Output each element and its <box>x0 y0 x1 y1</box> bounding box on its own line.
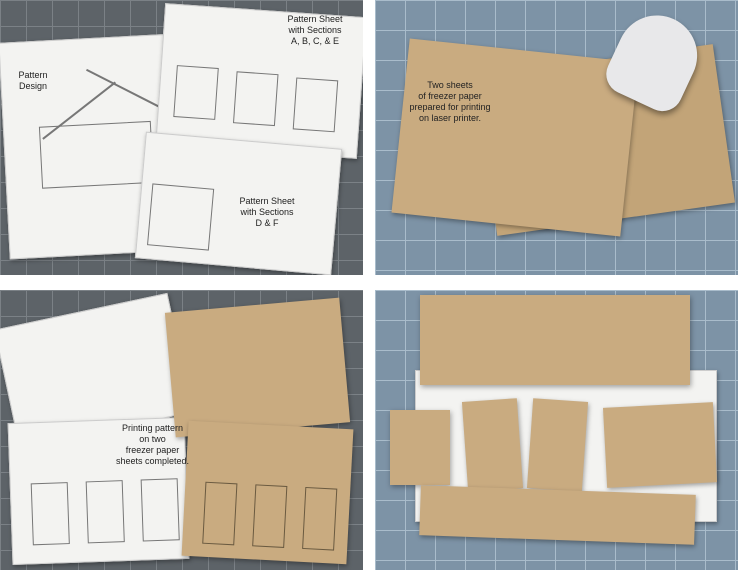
label-line: Design <box>18 81 47 91</box>
cut-piece-base <box>419 485 696 545</box>
label-line: Pattern Sheet <box>239 196 295 206</box>
printing-completed-label: Printing pattern on two freezer paper sh… <box>115 423 190 467</box>
label-line: with Sections <box>288 25 342 35</box>
label-line: A, B, C, & E <box>290 36 339 46</box>
freezer-paper-label: Two sheets of freezer paper prepared for… <box>395 80 505 124</box>
label-line: Pattern Sheet <box>287 14 343 24</box>
label-line: on two <box>139 434 166 444</box>
cut-piece-roof <box>420 295 690 385</box>
printed-freezer-sheet-bottom <box>181 420 354 565</box>
cut-piece-door-b <box>526 398 589 492</box>
label-line: of freezer paper <box>418 91 482 101</box>
freezer-paper-sheet-front <box>391 38 639 237</box>
label-line: with Sections <box>240 207 294 217</box>
label-line: Printing pattern <box>121 423 184 433</box>
cut-piece-left <box>390 410 450 485</box>
photo-cut-pieces <box>375 290 738 570</box>
label-line: freezer paper <box>125 445 180 455</box>
cut-piece-right <box>602 402 718 488</box>
label-line: on laser printer. <box>418 113 482 123</box>
label-line: Pattern <box>18 70 48 80</box>
label-line: D & F <box>255 218 279 228</box>
label-line: prepared for printing <box>409 102 491 112</box>
printed-freezer-sheet-top <box>164 297 351 438</box>
cut-piece-door-a <box>461 398 524 492</box>
photo-printed-sheets: Printing pattern on two freezer paper sh… <box>0 290 363 570</box>
photo-freezer-paper: Two sheets of freezer paper prepared for… <box>375 0 738 275</box>
label-line: Two sheets <box>427 80 473 90</box>
sheet-ace-label: Pattern Sheet with Sections A, B, C, & E <box>280 14 350 47</box>
pattern-design-label: Pattern Design <box>8 70 58 92</box>
photo-pattern-sheets: Pattern Design Pattern Sheet with Sectio… <box>0 0 363 275</box>
sheet-df-label: Pattern Sheet with Sections D & F <box>232 196 302 229</box>
label-line: sheets completed. <box>115 456 190 466</box>
